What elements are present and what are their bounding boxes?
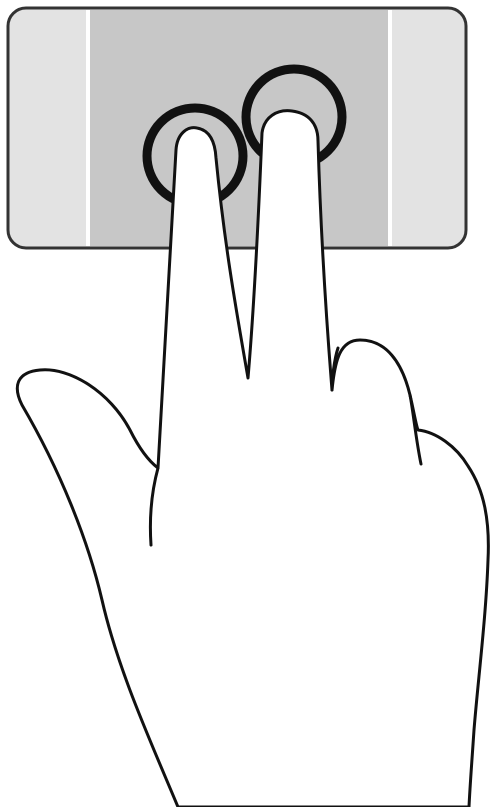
two-finger-tap-illustration bbox=[0, 0, 490, 807]
